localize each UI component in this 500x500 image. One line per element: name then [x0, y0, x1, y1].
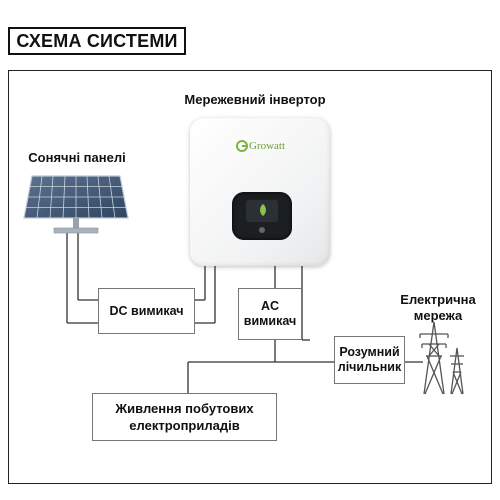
inverter-label: Мережевний інвертор: [184, 92, 326, 107]
inverter-button: [259, 227, 265, 233]
solar-panels-label: Сонячні панелі: [28, 150, 126, 165]
power-tower-icon: [419, 321, 464, 395]
brand-logo: Growatt: [236, 140, 285, 152]
diagram-frame: [8, 70, 492, 484]
diagram-title-box: СХЕМА СИСТЕМИ: [8, 27, 186, 55]
appliances-line1: Живлення побутових: [115, 401, 254, 416]
dc-switch-box: DC вимикач: [98, 288, 195, 334]
inverter-display-panel: [232, 192, 292, 240]
smart-meter-line1: Розумний: [339, 345, 400, 359]
status-leaf-icon: [260, 204, 266, 216]
diagram-title: СХЕМА СИСТЕМИ: [16, 30, 178, 51]
ac-switch-line1: AC: [260, 299, 280, 313]
ac-switch-line2: вимикач: [243, 314, 297, 328]
grid-label-line1: Електрична: [400, 292, 476, 307]
smart-meter-box: Розумний лічильник: [334, 336, 405, 384]
solar-panel-icon: [23, 175, 129, 234]
growatt-leaf-icon: [236, 140, 248, 152]
ac-switch-box: AC вимикач: [238, 288, 302, 340]
grid-label-line2: мережа: [413, 308, 463, 323]
grid-inverter-device: Growatt: [190, 118, 330, 266]
appliances-line2: електроприладів: [129, 418, 240, 433]
grid-label: Електрична мережа: [388, 292, 488, 324]
smart-meter-line2: лічильник: [337, 360, 402, 374]
household-appliances-box: Живлення побутових електроприладів: [92, 393, 277, 441]
brand-name: Growatt: [249, 140, 286, 152]
